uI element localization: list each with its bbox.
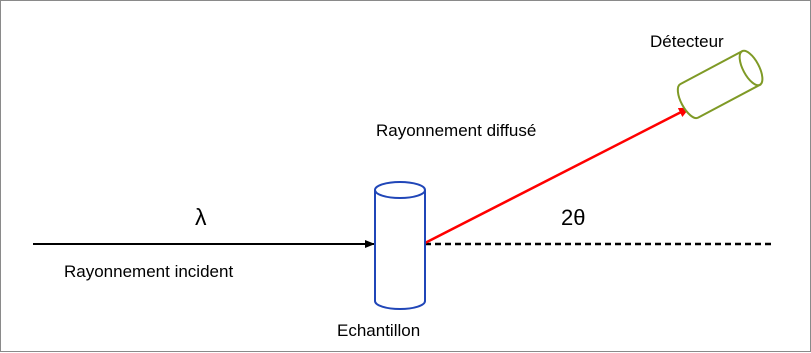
- angle-label: 2θ: [561, 205, 586, 230]
- sample-label: Echantillon: [337, 321, 421, 340]
- scattered-beam-arrow: [424, 106, 690, 245]
- incident-beam-label: Rayonnement incident: [64, 262, 234, 281]
- sample-cylinder-icon: [374, 181, 426, 310]
- wavelength-label: λ: [195, 204, 207, 230]
- detector-label: Détecteur: [650, 32, 724, 51]
- detector-icon: [676, 49, 764, 120]
- scattered-beam-label: Rayonnement diffusé: [376, 121, 537, 140]
